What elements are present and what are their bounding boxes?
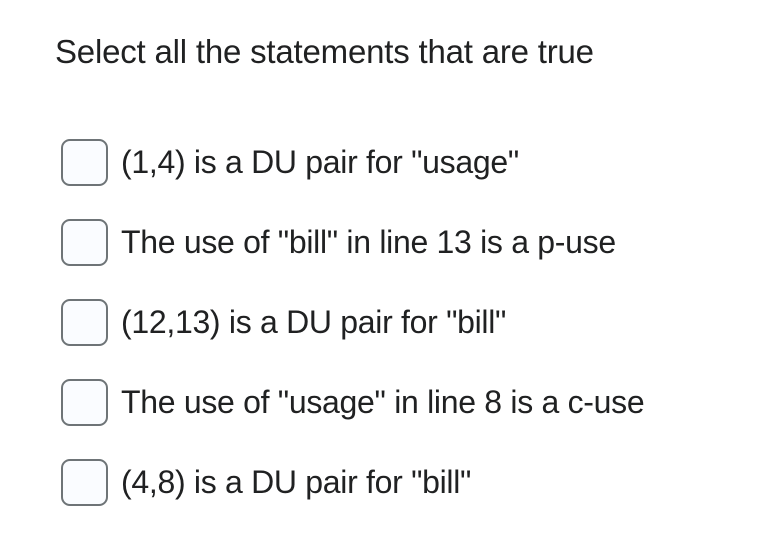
checkbox[interactable] [61, 458, 108, 506]
option-label: (4,8) is a DU pair for "bill" [121, 463, 472, 500]
checkbox[interactable] [61, 218, 108, 266]
option-label: (12,13) is a DU pair for "bill" [121, 303, 507, 340]
checkbox-option-1[interactable]: (1,4) is a DU pair for "usage" [61, 138, 644, 186]
options-list: (1,4) is a DU pair for "usage" The use o… [61, 138, 645, 506]
question-title: Select all the statements that are true [55, 33, 594, 70]
checkbox[interactable] [61, 378, 108, 426]
checkbox-option-2[interactable]: The use of "bill" in line 13 is a p-use [61, 218, 644, 266]
option-label: The use of "bill" in line 13 is a p-use [121, 223, 616, 260]
checkbox[interactable] [61, 298, 108, 346]
option-label: (1,4) is a DU pair for "usage" [121, 143, 519, 180]
checkbox-option-4[interactable]: The use of "usage" in line 8 is a c-use [61, 378, 645, 426]
checkbox-option-5[interactable]: (4,8) is a DU pair for "bill" [61, 458, 644, 506]
checkbox[interactable] [61, 138, 108, 186]
checkbox-option-3[interactable]: (12,13) is a DU pair for "bill" [61, 298, 644, 346]
option-label: The use of "usage" in line 8 is a c-use [121, 383, 645, 420]
